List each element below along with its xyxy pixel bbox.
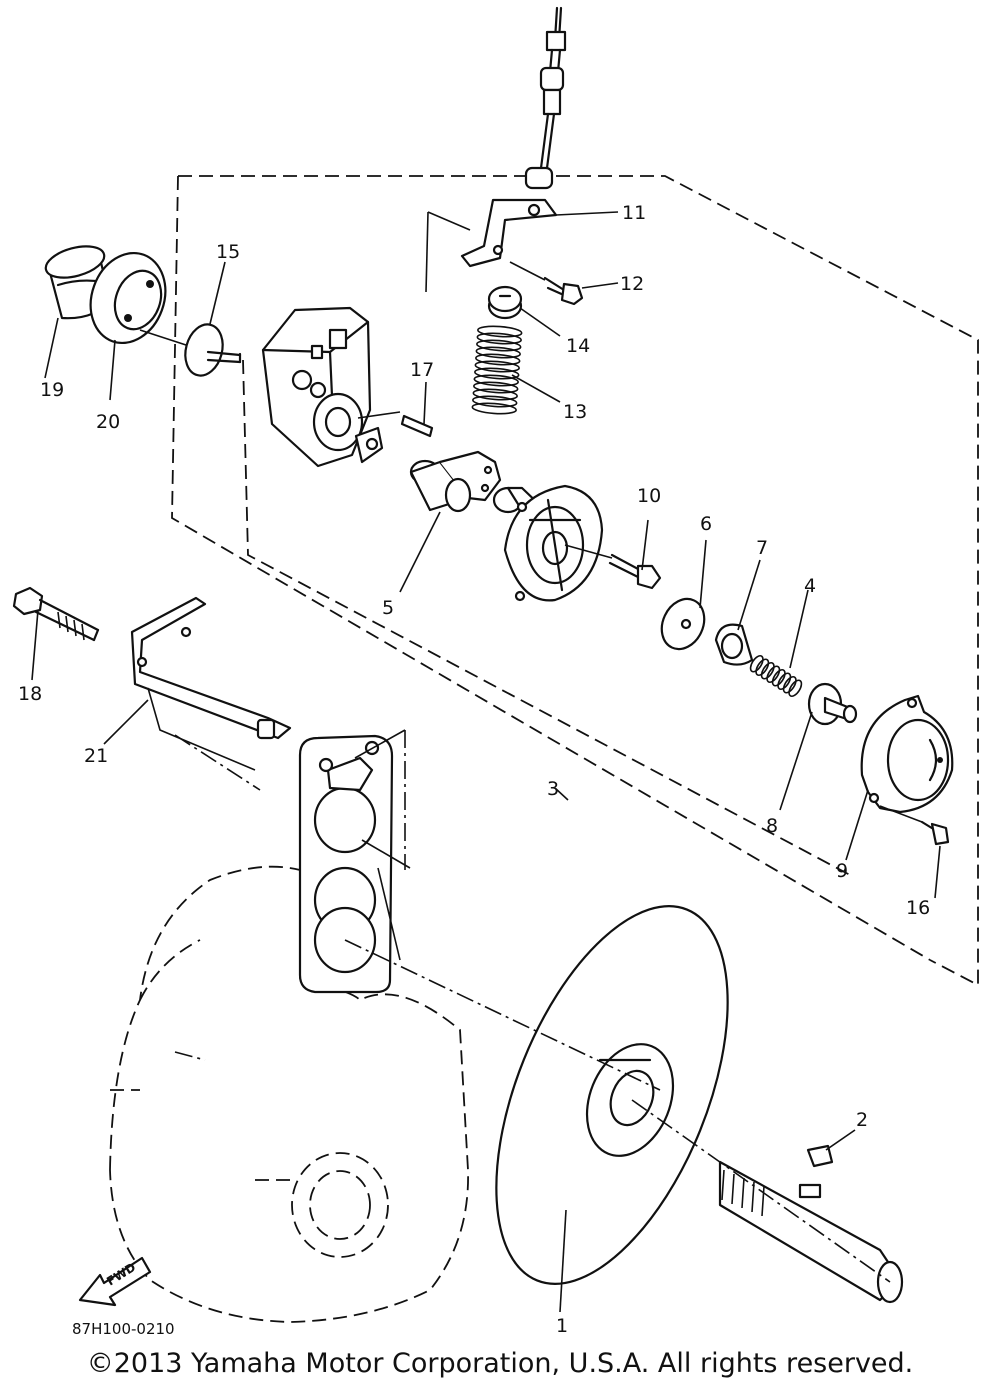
fwd-arrow: FWD <box>78 1256 152 1307</box>
cam-part-7 <box>714 623 754 666</box>
label-part-3: 3 <box>547 778 559 800</box>
pin-part-17 <box>400 414 434 438</box>
label-part-12: 12 <box>620 273 644 295</box>
spring-coil <box>474 360 520 373</box>
cover-part-9 <box>860 694 954 814</box>
axis-line-4 <box>354 729 406 759</box>
spring-coil <box>473 381 519 394</box>
label-part-19: 19 <box>40 379 64 401</box>
engine-case <box>109 865 469 1323</box>
spring-coil <box>471 402 517 415</box>
spring-part-13 <box>471 325 523 415</box>
shaft-part-8 <box>807 682 858 726</box>
spring-coil <box>476 332 522 345</box>
label-part-2: 2 <box>856 1109 868 1131</box>
label-part-13: 13 <box>563 401 587 423</box>
spring-coil <box>749 654 764 673</box>
copyright-notice: ©2013 Yamaha Motor Corporation, U.S.A. A… <box>86 1348 914 1379</box>
label-part-18: 18 <box>18 683 42 705</box>
spring-coil <box>788 679 803 698</box>
label-part-20: 20 <box>96 411 120 433</box>
bracket-part-21 <box>130 596 292 740</box>
drawing-code: 87H100-0210 <box>72 1320 175 1338</box>
label-part-10: 10 <box>637 485 661 507</box>
spring-coil <box>755 658 770 677</box>
lever-bracket-part-11 <box>425 198 558 293</box>
assembly-boundary-left <box>171 175 931 961</box>
label-part-1: 1 <box>556 1315 568 1337</box>
label-part-14: 14 <box>566 335 590 357</box>
label-part-6: 6 <box>700 513 712 535</box>
spring-seat-part-14 <box>487 285 523 320</box>
label-part-21: 21 <box>84 745 108 767</box>
mounting-plate <box>298 734 394 994</box>
servo-housing <box>261 306 401 468</box>
spring-part-4 <box>749 654 803 698</box>
axis-line-7 <box>174 734 261 791</box>
spring-coil <box>472 395 518 408</box>
spring-coil <box>766 665 781 684</box>
spring-coil <box>760 661 775 680</box>
bolt-part-18 <box>12 586 100 642</box>
spring-coil <box>477 325 523 338</box>
spring-coil <box>782 675 797 694</box>
label-part-16: 16 <box>906 897 930 919</box>
axis-line-2 <box>631 1099 891 1283</box>
pin-part-15 <box>139 323 242 377</box>
axis-line-1 <box>344 939 661 1091</box>
label-part-4: 4 <box>804 575 816 597</box>
spring-coil <box>475 353 521 366</box>
spring-coil <box>777 672 792 691</box>
assembly-boundary-inner <box>242 359 851 876</box>
assembly-boundary <box>178 175 979 987</box>
spring-coil <box>472 388 518 401</box>
axis-line-9 <box>377 867 401 961</box>
sheave-part-1 <box>495 905 729 1285</box>
spring-coil <box>771 668 786 687</box>
key-part-2 <box>806 1144 834 1168</box>
bolt-part-12 <box>509 261 584 306</box>
spring-coil <box>475 346 521 359</box>
cable <box>524 6 567 190</box>
drive-shaft <box>718 1160 904 1304</box>
label-part-11: 11 <box>622 202 646 224</box>
label-part-17: 17 <box>410 359 434 381</box>
label-part-9: 9 <box>836 860 848 882</box>
leader-lines <box>31 211 941 1313</box>
label-part-7: 7 <box>756 537 768 559</box>
axis-line-6 <box>174 1051 206 1061</box>
washer-part-6 <box>660 597 706 651</box>
label-part-15: 15 <box>216 241 240 263</box>
label-part-5: 5 <box>382 597 394 619</box>
screw-part-16 <box>879 805 950 846</box>
axis-line-5 <box>361 839 411 869</box>
spring-coil <box>476 339 522 352</box>
axis-line-8 <box>147 687 256 771</box>
pulley-part-5 <box>409 450 502 513</box>
cap-part-20 <box>89 251 167 345</box>
spring-coil <box>474 367 520 380</box>
label-part-8: 8 <box>766 815 778 837</box>
pulley-housing <box>492 484 604 602</box>
bolt-part-10 <box>564 544 662 590</box>
spring-coil <box>473 374 519 387</box>
